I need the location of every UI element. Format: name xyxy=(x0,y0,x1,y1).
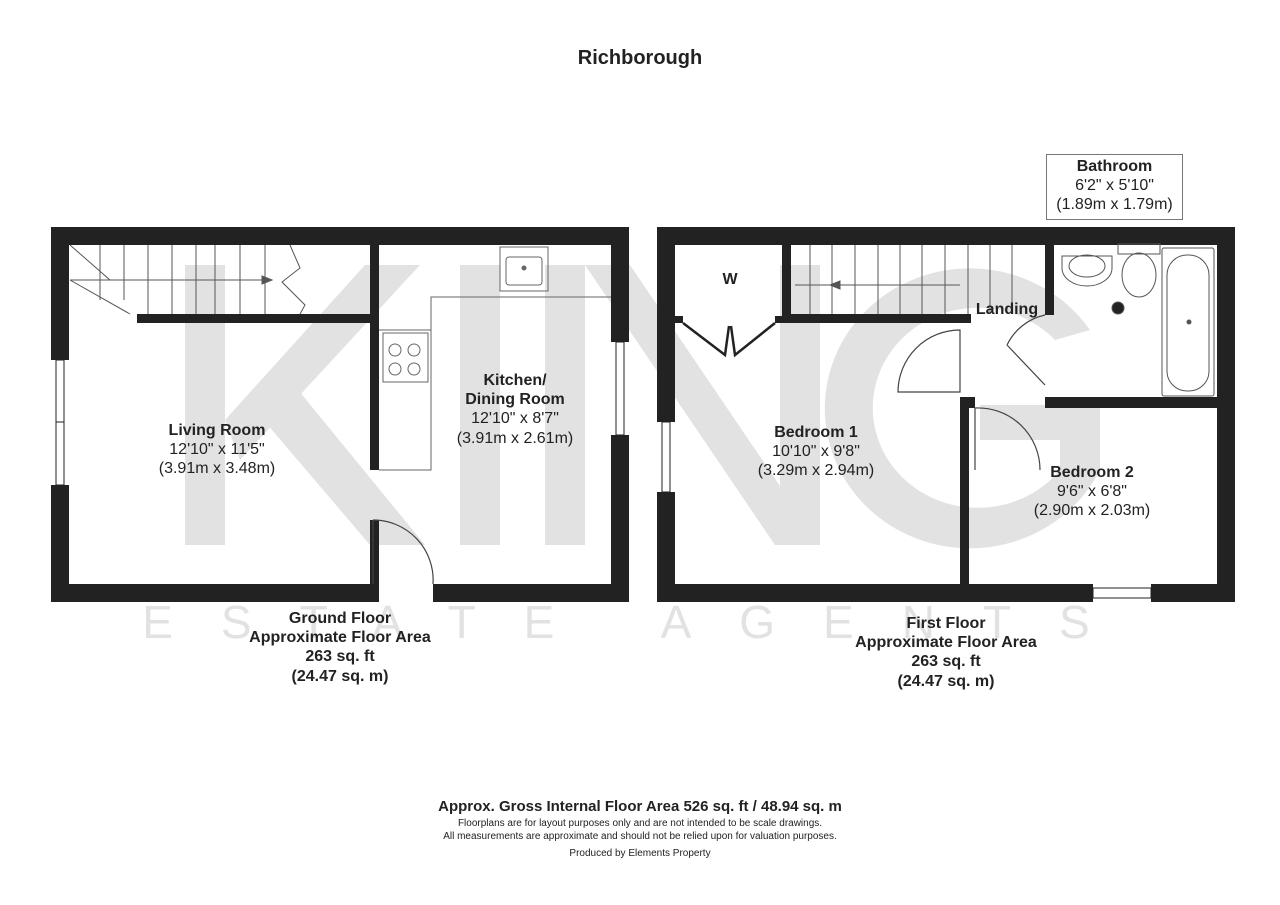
disclaimer-line-2: All measurements are approximate and sho… xyxy=(443,831,837,842)
watermark-letter-k xyxy=(185,265,225,545)
room-dimensions-metric: (3.29m x 2.94m) xyxy=(757,462,875,480)
footer: Approx. Gross Internal Floor Area 526 sq… xyxy=(0,797,1280,860)
bathroom-fixtures xyxy=(1061,243,1215,397)
room-dimensions-metric: (1.89m x 1.79m) xyxy=(1056,196,1173,214)
wall-right xyxy=(1217,227,1235,602)
floor-area-sqm: (24.47 sq. m) xyxy=(291,667,389,685)
room-kitchen-dining: Kitchen/ Dining Room 12'10" x 8'7" (3.91… xyxy=(410,371,620,448)
wall-left-upper xyxy=(657,227,675,422)
disclaimer-line-1: Floorplans are for layout purposes only … xyxy=(457,818,823,829)
room-dimensions-imperial: 6'2" x 5'10" xyxy=(1075,177,1154,195)
front-door xyxy=(372,519,434,585)
room-dimensions-imperial: 10'10" x 9'8" xyxy=(772,443,860,461)
wall-right-upper xyxy=(611,227,629,342)
ground-floor-label: Ground Floor Approximate Floor Area 263 … xyxy=(200,609,480,686)
room-landing: Landing xyxy=(975,301,1039,318)
room-name: Bedroom 2 xyxy=(1050,464,1134,481)
watermark-letter-i xyxy=(460,265,500,545)
room-bathroom: Bathroom 6'2" x 5'10" (1.89m x 1.79m) xyxy=(1046,154,1183,220)
plan-title: Richborough xyxy=(577,47,703,69)
room-dimensions-imperial: 12'10" x 8'7" xyxy=(471,410,559,428)
room-bedroom-2: Bedroom 2 9'6" x 6'8" (2.90m x 2.03m) xyxy=(992,463,1192,521)
wardrobe-doors xyxy=(682,322,776,358)
room-living-room: Living Room 12'10" x 11'5" (3.91m x 3.48… xyxy=(112,421,322,479)
wall-top xyxy=(51,227,629,245)
wall-left-lower xyxy=(657,492,675,602)
sink-icon xyxy=(499,246,549,292)
kitchen-counter xyxy=(379,246,611,471)
floor-area-sqft: 263 sq. ft xyxy=(911,653,981,671)
staircase-ground xyxy=(69,244,306,315)
room-name-line2: Dining Room xyxy=(465,391,565,409)
first-floor-label: First Floor Approximate Floor Area 263 s… xyxy=(806,614,1086,691)
floor-name: First Floor xyxy=(906,615,986,632)
credit-text: Produced by Elements Property xyxy=(569,848,711,859)
watermark-letter-n xyxy=(545,265,585,545)
wall-stair xyxy=(137,314,379,323)
floor-area-sqft: 263 sq. ft xyxy=(305,648,375,666)
first-floor-plan xyxy=(657,227,1235,602)
room-name: Bathroom xyxy=(1076,158,1153,175)
room-name: Living Room xyxy=(168,422,266,439)
room-dimensions-imperial: 9'6" x 6'8" xyxy=(1057,483,1127,501)
internal-doors xyxy=(897,314,1046,471)
floor-area-sqm: (24.47 sq. m) xyxy=(897,672,995,690)
ground-floor-plan xyxy=(51,227,629,602)
room-name: Bedroom 1 xyxy=(774,424,858,441)
room-wardrobe: W xyxy=(722,271,738,288)
wall-wardrobe xyxy=(782,245,791,323)
room-dimensions-metric: (3.91m x 3.48m) xyxy=(158,460,276,478)
room-name-line1: Kitchen/ xyxy=(483,372,547,389)
wall-bottom-right xyxy=(433,584,629,602)
room-dimensions-metric: (3.91m x 2.61m) xyxy=(456,429,574,447)
wall-right-lower xyxy=(611,435,629,602)
bath-icon xyxy=(1161,247,1215,397)
wall-left-upper xyxy=(51,227,69,360)
wall-interior-lower xyxy=(370,520,379,602)
wall-bottom-left xyxy=(657,584,1093,602)
watermark: ESTATE AGENTS xyxy=(142,265,1137,648)
wall-bed2-left xyxy=(960,397,969,597)
room-bedroom-1: Bedroom 1 10'10" x 9'8" (3.29m x 2.94m) xyxy=(716,423,916,481)
wall-top xyxy=(657,227,1235,245)
shower-drain-icon xyxy=(1111,301,1125,315)
room-dimensions-imperial: 12'10" x 11'5" xyxy=(169,441,265,459)
watermark-letter-g xyxy=(824,268,1100,549)
wall-left-lower xyxy=(51,485,69,602)
toilet-icon xyxy=(1117,243,1161,255)
floor-name: Ground Floor xyxy=(288,610,392,627)
floor-area-caption: Approximate Floor Area xyxy=(249,629,431,647)
basin-icon xyxy=(1061,255,1113,287)
watermark-subtitle: ESTATE AGENTS xyxy=(142,596,1137,648)
wall-interior-vertical xyxy=(370,245,379,470)
wall-bath-bottom xyxy=(1045,397,1217,408)
floor-area-caption: Approximate Floor Area xyxy=(855,634,1037,652)
wall-bottom-right xyxy=(1151,584,1235,602)
staircase-first xyxy=(795,245,1013,314)
wall-bath-left-upper xyxy=(1045,245,1054,315)
room-dimensions-metric: (2.90m x 2.03m) xyxy=(1033,502,1151,520)
hob-icon xyxy=(382,332,429,383)
gross-area-text: Approx. Gross Internal Floor Area 526 sq… xyxy=(438,798,842,815)
wall-bottom-left xyxy=(51,584,373,602)
wall-stair-top xyxy=(791,314,971,323)
